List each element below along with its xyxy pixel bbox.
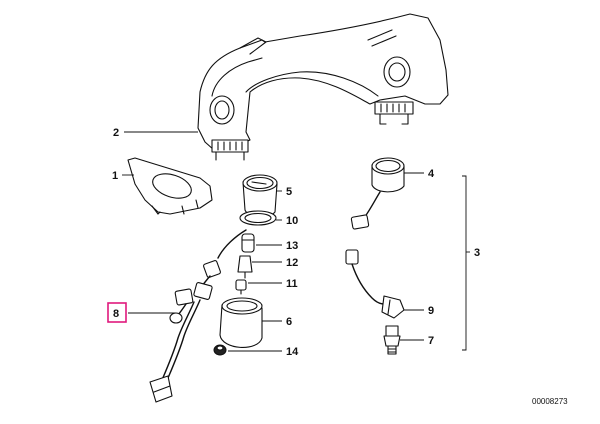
callout-14[interactable]: 14 xyxy=(286,346,299,358)
reference-number: 00008273 xyxy=(532,397,568,406)
bulb-part xyxy=(237,255,253,279)
ring-part xyxy=(239,210,277,226)
callout-9[interactable]: 9 xyxy=(428,305,434,317)
console-trim-part xyxy=(197,13,449,161)
temperature-sender-part xyxy=(383,325,401,355)
callout-12[interactable]: 12 xyxy=(286,257,298,269)
holder-cup-part xyxy=(219,297,263,348)
callout-1[interactable]: 1 xyxy=(112,170,118,182)
right-gauge-part xyxy=(350,157,405,230)
callout-13[interactable]: 13 xyxy=(286,240,298,252)
callout-8[interactable]: 8 xyxy=(113,308,119,320)
callout-2[interactable]: 2 xyxy=(113,127,119,139)
callout-5[interactable]: 5 xyxy=(286,186,292,198)
callout-11[interactable]: 11 xyxy=(286,278,298,290)
highlight-box xyxy=(107,302,127,323)
gauge-part xyxy=(242,174,278,218)
bezel-trim-part xyxy=(127,157,213,215)
bulb-socket-part xyxy=(241,233,255,253)
callout-4[interactable]: 4 xyxy=(428,168,435,180)
wiring-harness-part xyxy=(149,229,247,403)
callout-6[interactable]: 6 xyxy=(286,316,292,328)
grommet-part xyxy=(213,344,227,356)
leader-lines xyxy=(122,131,470,352)
small-fitting-part xyxy=(235,279,247,295)
sensor-lead-part xyxy=(345,249,405,319)
callout-3[interactable]: 3 xyxy=(474,247,480,259)
callout-10[interactable]: 10 xyxy=(286,215,298,227)
group-bracket xyxy=(462,175,467,351)
callout-7[interactable]: 7 xyxy=(428,335,434,347)
